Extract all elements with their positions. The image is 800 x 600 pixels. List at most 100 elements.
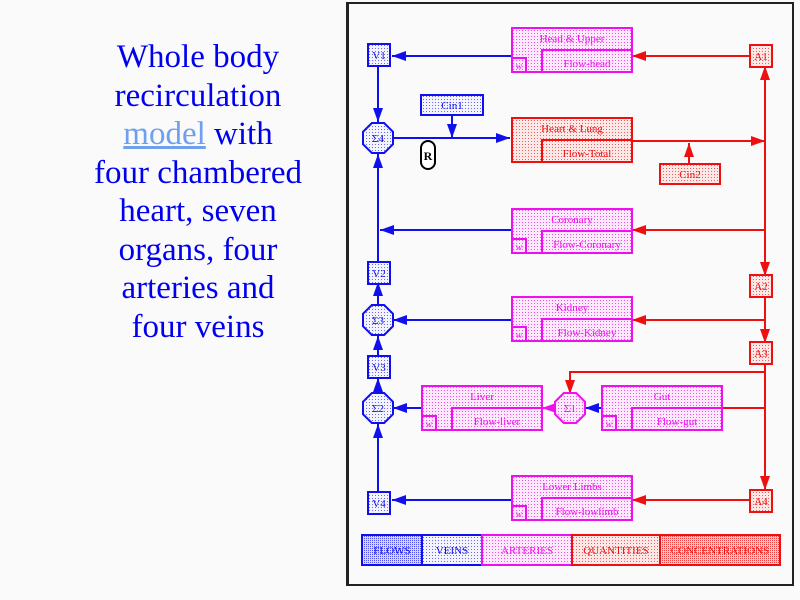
legend-label: QUANTITIES bbox=[583, 545, 648, 557]
arrowhead-icon bbox=[373, 108, 383, 122]
arrowhead-icon bbox=[373, 424, 383, 438]
organ-head-flow-box bbox=[541, 49, 633, 73]
arrowhead-icon bbox=[760, 262, 770, 276]
vein-v2 bbox=[367, 261, 391, 285]
organ-head-name: Head & Upper bbox=[540, 33, 605, 45]
legend-label: ARTERIES bbox=[501, 545, 553, 557]
arrowhead-icon bbox=[760, 476, 770, 490]
arrowhead-icon bbox=[632, 51, 646, 61]
sum-node-1-label: Σ1 bbox=[564, 403, 576, 415]
r-node bbox=[420, 140, 436, 170]
arrowhead-icon bbox=[392, 495, 406, 505]
legend-item-concentrations bbox=[659, 534, 781, 566]
organ-lowlimb-w-box bbox=[511, 505, 527, 521]
artery-a1-label: A1 bbox=[754, 51, 767, 63]
organ-head-w-box bbox=[511, 57, 527, 73]
caption-text: with bbox=[205, 116, 273, 152]
arrowhead-icon bbox=[373, 336, 383, 350]
arrowhead-icon bbox=[632, 225, 646, 235]
artery-a4 bbox=[749, 489, 773, 513]
legend-item-flows bbox=[361, 534, 423, 566]
sum-node-3 bbox=[362, 304, 394, 336]
arrowhead-icon bbox=[447, 124, 457, 138]
arrowhead-icon bbox=[373, 154, 383, 168]
arrowhead-icon bbox=[632, 495, 646, 505]
legend-label: FLOWS bbox=[373, 545, 410, 557]
organ-gut-flow: Flow-gut bbox=[657, 416, 697, 428]
vein-v3 bbox=[367, 355, 391, 379]
arrowhead-icon bbox=[542, 403, 556, 413]
arrowhead-icon bbox=[585, 403, 599, 413]
r-node-label: R bbox=[424, 149, 433, 163]
organ-heart-flow-box bbox=[541, 139, 633, 163]
organ-gut-w-box bbox=[601, 415, 617, 431]
organ-liver-w: w bbox=[426, 419, 433, 429]
sum-node-4 bbox=[362, 122, 394, 154]
organ-gut-flow-box bbox=[631, 407, 723, 431]
organ-liver-flow-box bbox=[451, 407, 543, 431]
diagram-caption: Whole body recirculation model with four… bbox=[62, 38, 334, 346]
organ-kidney-w: w bbox=[516, 330, 523, 340]
sum-node-2 bbox=[362, 392, 394, 424]
artery-a3 bbox=[749, 341, 773, 365]
arrowhead-icon bbox=[565, 380, 575, 394]
organ-liver-w-box bbox=[421, 415, 437, 431]
artery-a2 bbox=[749, 274, 773, 298]
organ-lowlimb-flow: Flow-lowlimb bbox=[556, 506, 619, 518]
arrowhead-icon bbox=[684, 143, 694, 157]
arrowhead-icon bbox=[496, 133, 510, 143]
caption-line: four veins bbox=[131, 308, 265, 345]
caption-line: organs, four bbox=[118, 231, 278, 268]
vein-v4-label: V4 bbox=[372, 498, 386, 510]
organ-coronary-name: Coronary bbox=[551, 214, 593, 226]
artery-a2-label: A2 bbox=[754, 281, 767, 293]
vein-v1-label: V1 bbox=[372, 50, 385, 62]
legend-label: CONCENTRATIONS bbox=[671, 545, 769, 557]
legend-label: VEINS bbox=[436, 545, 468, 557]
sum-node-1 bbox=[554, 392, 586, 424]
caption-line: model with bbox=[62, 115, 334, 154]
caption-line: recirculation bbox=[114, 77, 282, 114]
organ-kidney-w-box bbox=[511, 326, 527, 342]
input-cin1-label: Cin1 bbox=[441, 100, 462, 112]
arrowhead-icon bbox=[373, 378, 383, 392]
arrowhead-icon bbox=[373, 282, 383, 296]
organ-lowlimb-flow-box bbox=[541, 497, 633, 521]
input-cin1 bbox=[420, 94, 484, 116]
caption-line: Whole body bbox=[116, 39, 280, 75]
organ-gut-w: w bbox=[606, 419, 613, 429]
artery-a4-label: A4 bbox=[754, 496, 768, 508]
sum-node-3-label: Σ3 bbox=[372, 315, 384, 327]
organ-head-flow: Flow-head bbox=[563, 58, 611, 70]
organ-kidney-flow: Flow-Kidney bbox=[558, 327, 617, 339]
input-cin2 bbox=[659, 163, 721, 185]
vein-v2-label: V2 bbox=[372, 268, 385, 280]
organ-coronary-w-box bbox=[511, 238, 527, 254]
organ-lowlimb-name: Lower Limbs bbox=[542, 481, 602, 493]
organ-kidney-flow-box bbox=[541, 318, 633, 342]
arrowhead-icon bbox=[393, 403, 407, 413]
input-cin2-label: Cin2 bbox=[679, 169, 700, 181]
model-link[interactable]: model bbox=[123, 116, 206, 152]
organ-liver-flow: Flow-liver bbox=[474, 416, 521, 428]
sum-node-4-label: Σ4 bbox=[372, 133, 384, 145]
sum-node-2-label: Σ2 bbox=[372, 403, 384, 415]
arrowhead-icon bbox=[760, 66, 770, 80]
organ-heart-name: Heart & Lung bbox=[541, 123, 603, 135]
artery-a1 bbox=[749, 44, 773, 68]
organ-kidney-name: Kidney bbox=[556, 302, 589, 314]
organ-coronary-w: w bbox=[516, 242, 523, 252]
organ-coronary-flow: Flow-Coronary bbox=[553, 239, 621, 251]
organ-heart-flow: Flow-Total bbox=[563, 148, 612, 160]
arrowhead-icon bbox=[380, 225, 394, 235]
organ-liver-name: Liver bbox=[470, 391, 494, 403]
organ-head-w: w bbox=[516, 61, 523, 71]
arrowhead-icon bbox=[632, 315, 646, 325]
arrowhead-icon bbox=[760, 329, 770, 343]
caption-line: heart, seven bbox=[119, 193, 277, 229]
arrowhead-icon bbox=[751, 136, 765, 146]
arrowhead-icon bbox=[392, 51, 406, 61]
vein-v4 bbox=[367, 491, 391, 515]
arrowhead-icon bbox=[393, 315, 407, 325]
